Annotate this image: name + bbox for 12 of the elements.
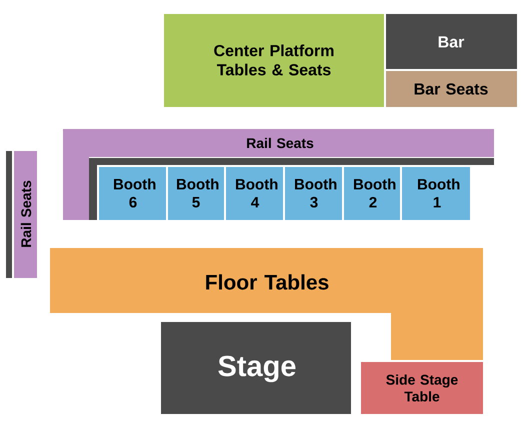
seating-section: Booth 3 (285, 167, 342, 220)
seating-section: Bar Seats (386, 71, 517, 107)
seating-section: Booth 2 (344, 167, 400, 220)
seating-section: Booth 4 (226, 167, 283, 220)
bar-area: Bar (386, 14, 517, 69)
seating-section: Rail Seats (14, 151, 37, 278)
seating-section: Center Platform Tables & Seats (164, 14, 384, 107)
stage-area: Stage (161, 322, 351, 414)
seating-section: Booth 1 (402, 167, 470, 220)
seating-section: Booth 5 (168, 167, 224, 220)
seating-section: Booth 6 (99, 167, 166, 220)
seating-section: Side Stage Table (361, 362, 483, 414)
